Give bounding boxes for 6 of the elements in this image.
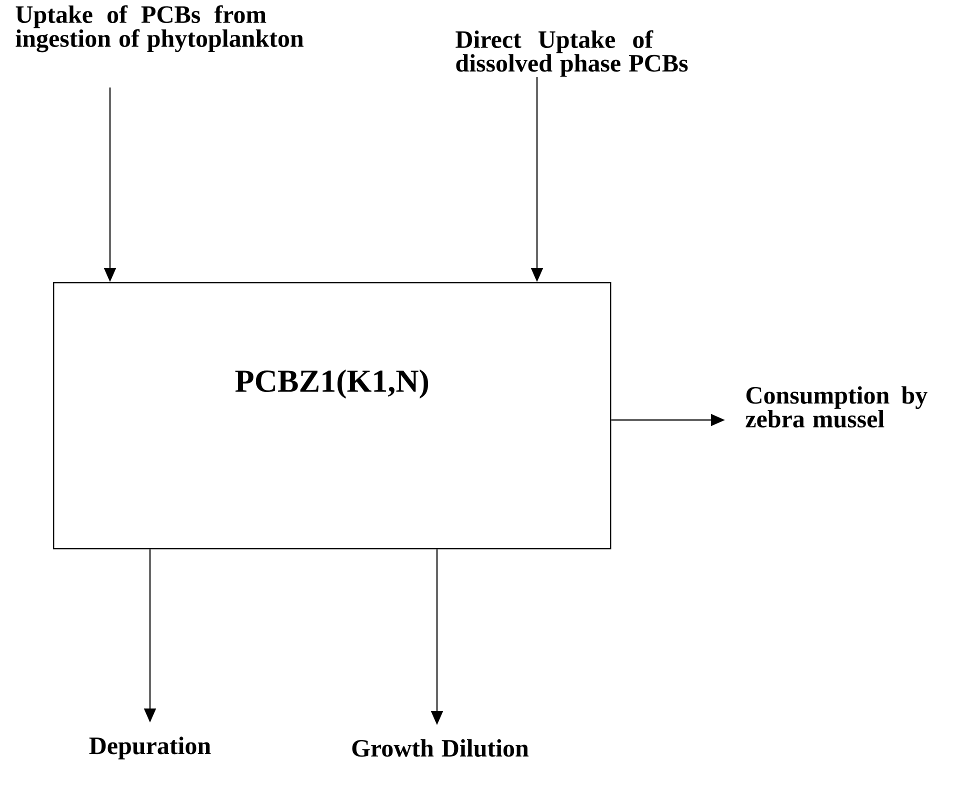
text-label: Direct Uptake of dissolved phase PCBs (456, 30, 688, 77)
text-label: Consumption by zebra mussel (746, 386, 928, 428)
text-label: Growth Dilution (352, 739, 529, 757)
text-label: Uptake of PCBs from ingestion of phytoplankton (16, 5, 304, 52)
process-box: PCBZ1(K1,N) (53, 282, 612, 550)
text-label: Depuration (89, 736, 211, 760)
